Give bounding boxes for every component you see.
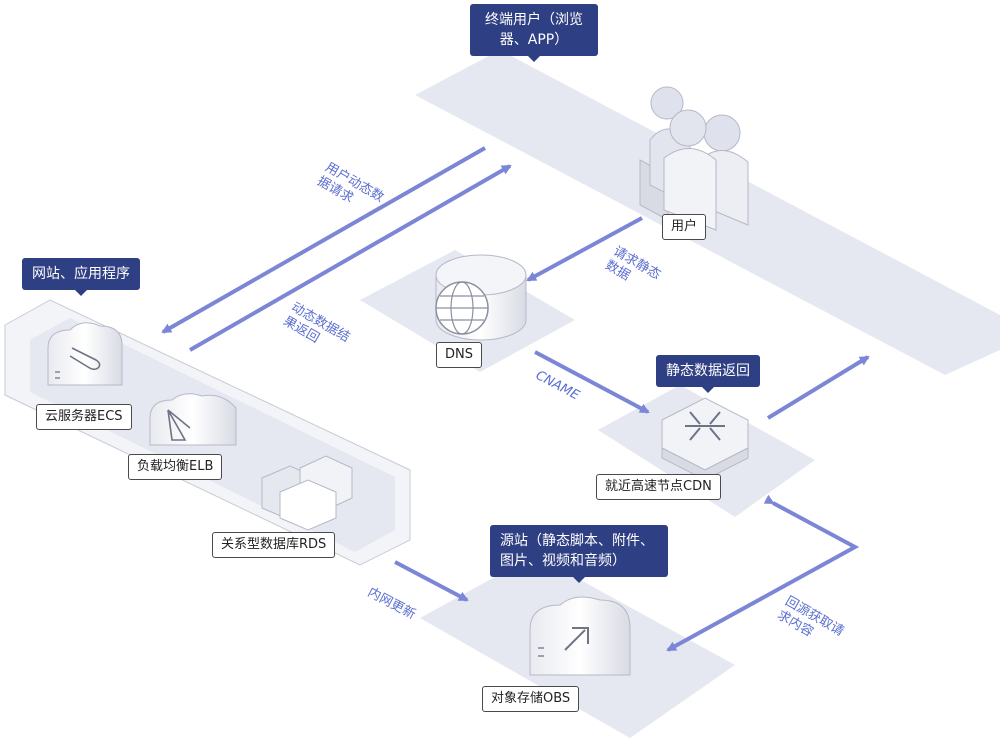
cdn-label: 就近高速节点CDN xyxy=(596,474,721,500)
obs-label: 对象存储OBS xyxy=(482,686,580,712)
arrow-dynamic-request xyxy=(161,146,486,334)
users-icon xyxy=(639,86,749,231)
origin-badge: 源站（静态脚本、附件、图片、视频和音频） xyxy=(490,525,668,583)
ecs-icon xyxy=(47,322,123,386)
arrow-cname xyxy=(534,350,650,414)
arrow-internal-update xyxy=(394,560,469,602)
arrow-static-return xyxy=(766,355,870,420)
cdn-icon xyxy=(661,397,749,481)
ecs-label: 云服务器ECS xyxy=(36,404,132,430)
arrow-static-request xyxy=(526,216,643,282)
rds-label: 关系型数据库RDS xyxy=(212,532,336,558)
arrow-dynamic-return xyxy=(189,164,512,352)
elb-icon xyxy=(149,393,237,446)
rds-icon xyxy=(261,455,353,531)
dns-label: DNS xyxy=(436,342,482,368)
website-badge: 网站、应用程序 xyxy=(22,258,140,296)
static-return-badge: 静态数据返回 xyxy=(656,355,760,393)
arrow-back-to-origin xyxy=(666,494,860,652)
end-user-badge: 终端用户（浏览器、APP） xyxy=(470,4,598,62)
elb-label: 负载均衡ELB xyxy=(128,454,223,480)
obs-icon xyxy=(529,596,631,676)
user-label: 用户 xyxy=(662,214,707,240)
dns-icon xyxy=(435,254,527,341)
